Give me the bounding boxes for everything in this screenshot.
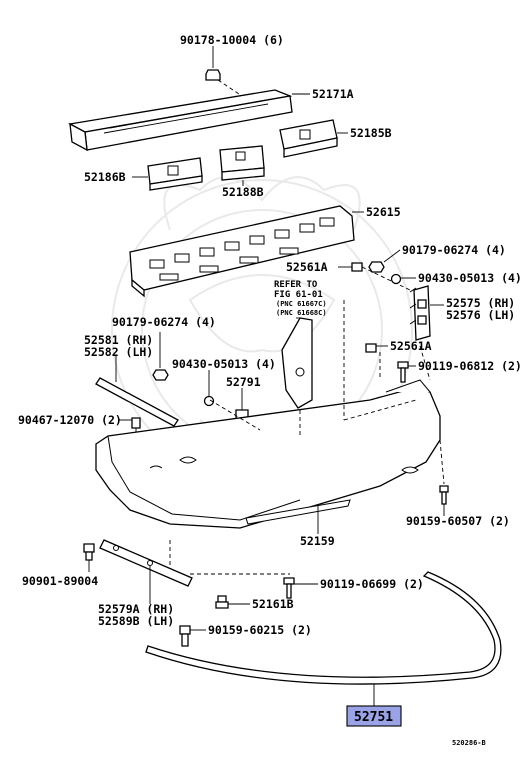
retainer-52561a-top[interactable] (351, 262, 363, 272)
bolt-90119-06699[interactable] (283, 577, 295, 599)
label-52575: 52575 (RH) (446, 296, 515, 310)
referenced-bracket[interactable] (281, 317, 313, 409)
label-90178: 90178-10004 (6) (180, 33, 284, 47)
screw-90159-60215[interactable] (179, 625, 191, 647)
refer-line-4: (PNC 61668C) (276, 309, 327, 317)
gasket-90430-top[interactable] (390, 273, 402, 285)
clip-90178[interactable] (205, 69, 221, 81)
bolt-90119-06812[interactable] (397, 361, 409, 383)
highlight-box-52751 (346, 705, 402, 727)
label-90159-60507: 90159-60507 (2) (406, 514, 510, 528)
label-52581: 52581 (RH) (84, 333, 153, 347)
pad-52188b[interactable] (219, 145, 265, 181)
clip-90467[interactable] (131, 417, 141, 429)
label-90119-06812: 90119-06812 (2) (418, 359, 522, 373)
refer-line-2: FIG 61-01 (274, 290, 323, 300)
label-52615: 52615 (366, 205, 401, 219)
label-90467: 90467-12070 (2) (18, 413, 122, 427)
gasket-90430-mid[interactable] (203, 395, 215, 407)
label-52791: 52791 (226, 375, 261, 389)
side-retainer-52575[interactable] (409, 285, 431, 341)
label-52561a-top: 52561A (286, 260, 328, 274)
label-90901: 90901-89004 (22, 574, 98, 588)
refer-line-3: (PNC 61667C) (276, 300, 327, 308)
seal-52581[interactable] (95, 377, 179, 427)
label-52185b: 52185B (350, 126, 392, 140)
clip-90901[interactable] (83, 543, 95, 561)
label-52561a-mid: 52561A (390, 339, 432, 353)
label-52188b: 52188B (222, 185, 264, 199)
molding-52751[interactable] (145, 571, 502, 685)
bumper-reinforcement-52171a[interactable] (68, 89, 293, 152)
label-90119-06699: 90119-06699 (2) (320, 577, 424, 591)
screw-90159-60507[interactable] (439, 485, 449, 505)
nut-90179-mid[interactable] (152, 369, 169, 381)
label-90159-60215: 90159-60215 (2) (208, 623, 312, 637)
retainer-52561a-mid[interactable] (365, 343, 377, 353)
label-52589b: 52589B (LH) (98, 614, 174, 628)
label-90179-top: 90179-06274 (4) (402, 243, 506, 257)
label-52186b: 52186B (84, 170, 126, 184)
label-52751: 52751 (354, 710, 393, 725)
drawing-number: 520286-B (452, 739, 486, 747)
label-52161b: 52161B (252, 597, 294, 611)
pad-52185b[interactable] (279, 119, 338, 158)
bumper-cover-52159[interactable] (95, 379, 441, 529)
label-90179-mid: 90179-06274 (4) (112, 315, 216, 329)
label-52582: 52582 (LH) (84, 345, 153, 359)
label-52576: 52576 (LH) (446, 308, 515, 322)
label-52171a: 52171A (312, 87, 354, 101)
bracket-52579a[interactable] (99, 539, 193, 587)
label-52579a: 52579A (RH) (98, 602, 174, 616)
refer-line-1: REFER TO (274, 280, 318, 290)
label-90430-top: 90430-05013 (4) (418, 271, 522, 285)
energy-absorber-52615[interactable] (129, 205, 355, 298)
pad-52186b[interactable] (147, 157, 203, 191)
nut-90179-top[interactable] (368, 261, 385, 273)
label-52159: 52159 (300, 534, 335, 548)
label-90430-mid: 90430-05013 (4) (172, 357, 276, 371)
clip-52161b[interactable] (215, 595, 229, 609)
